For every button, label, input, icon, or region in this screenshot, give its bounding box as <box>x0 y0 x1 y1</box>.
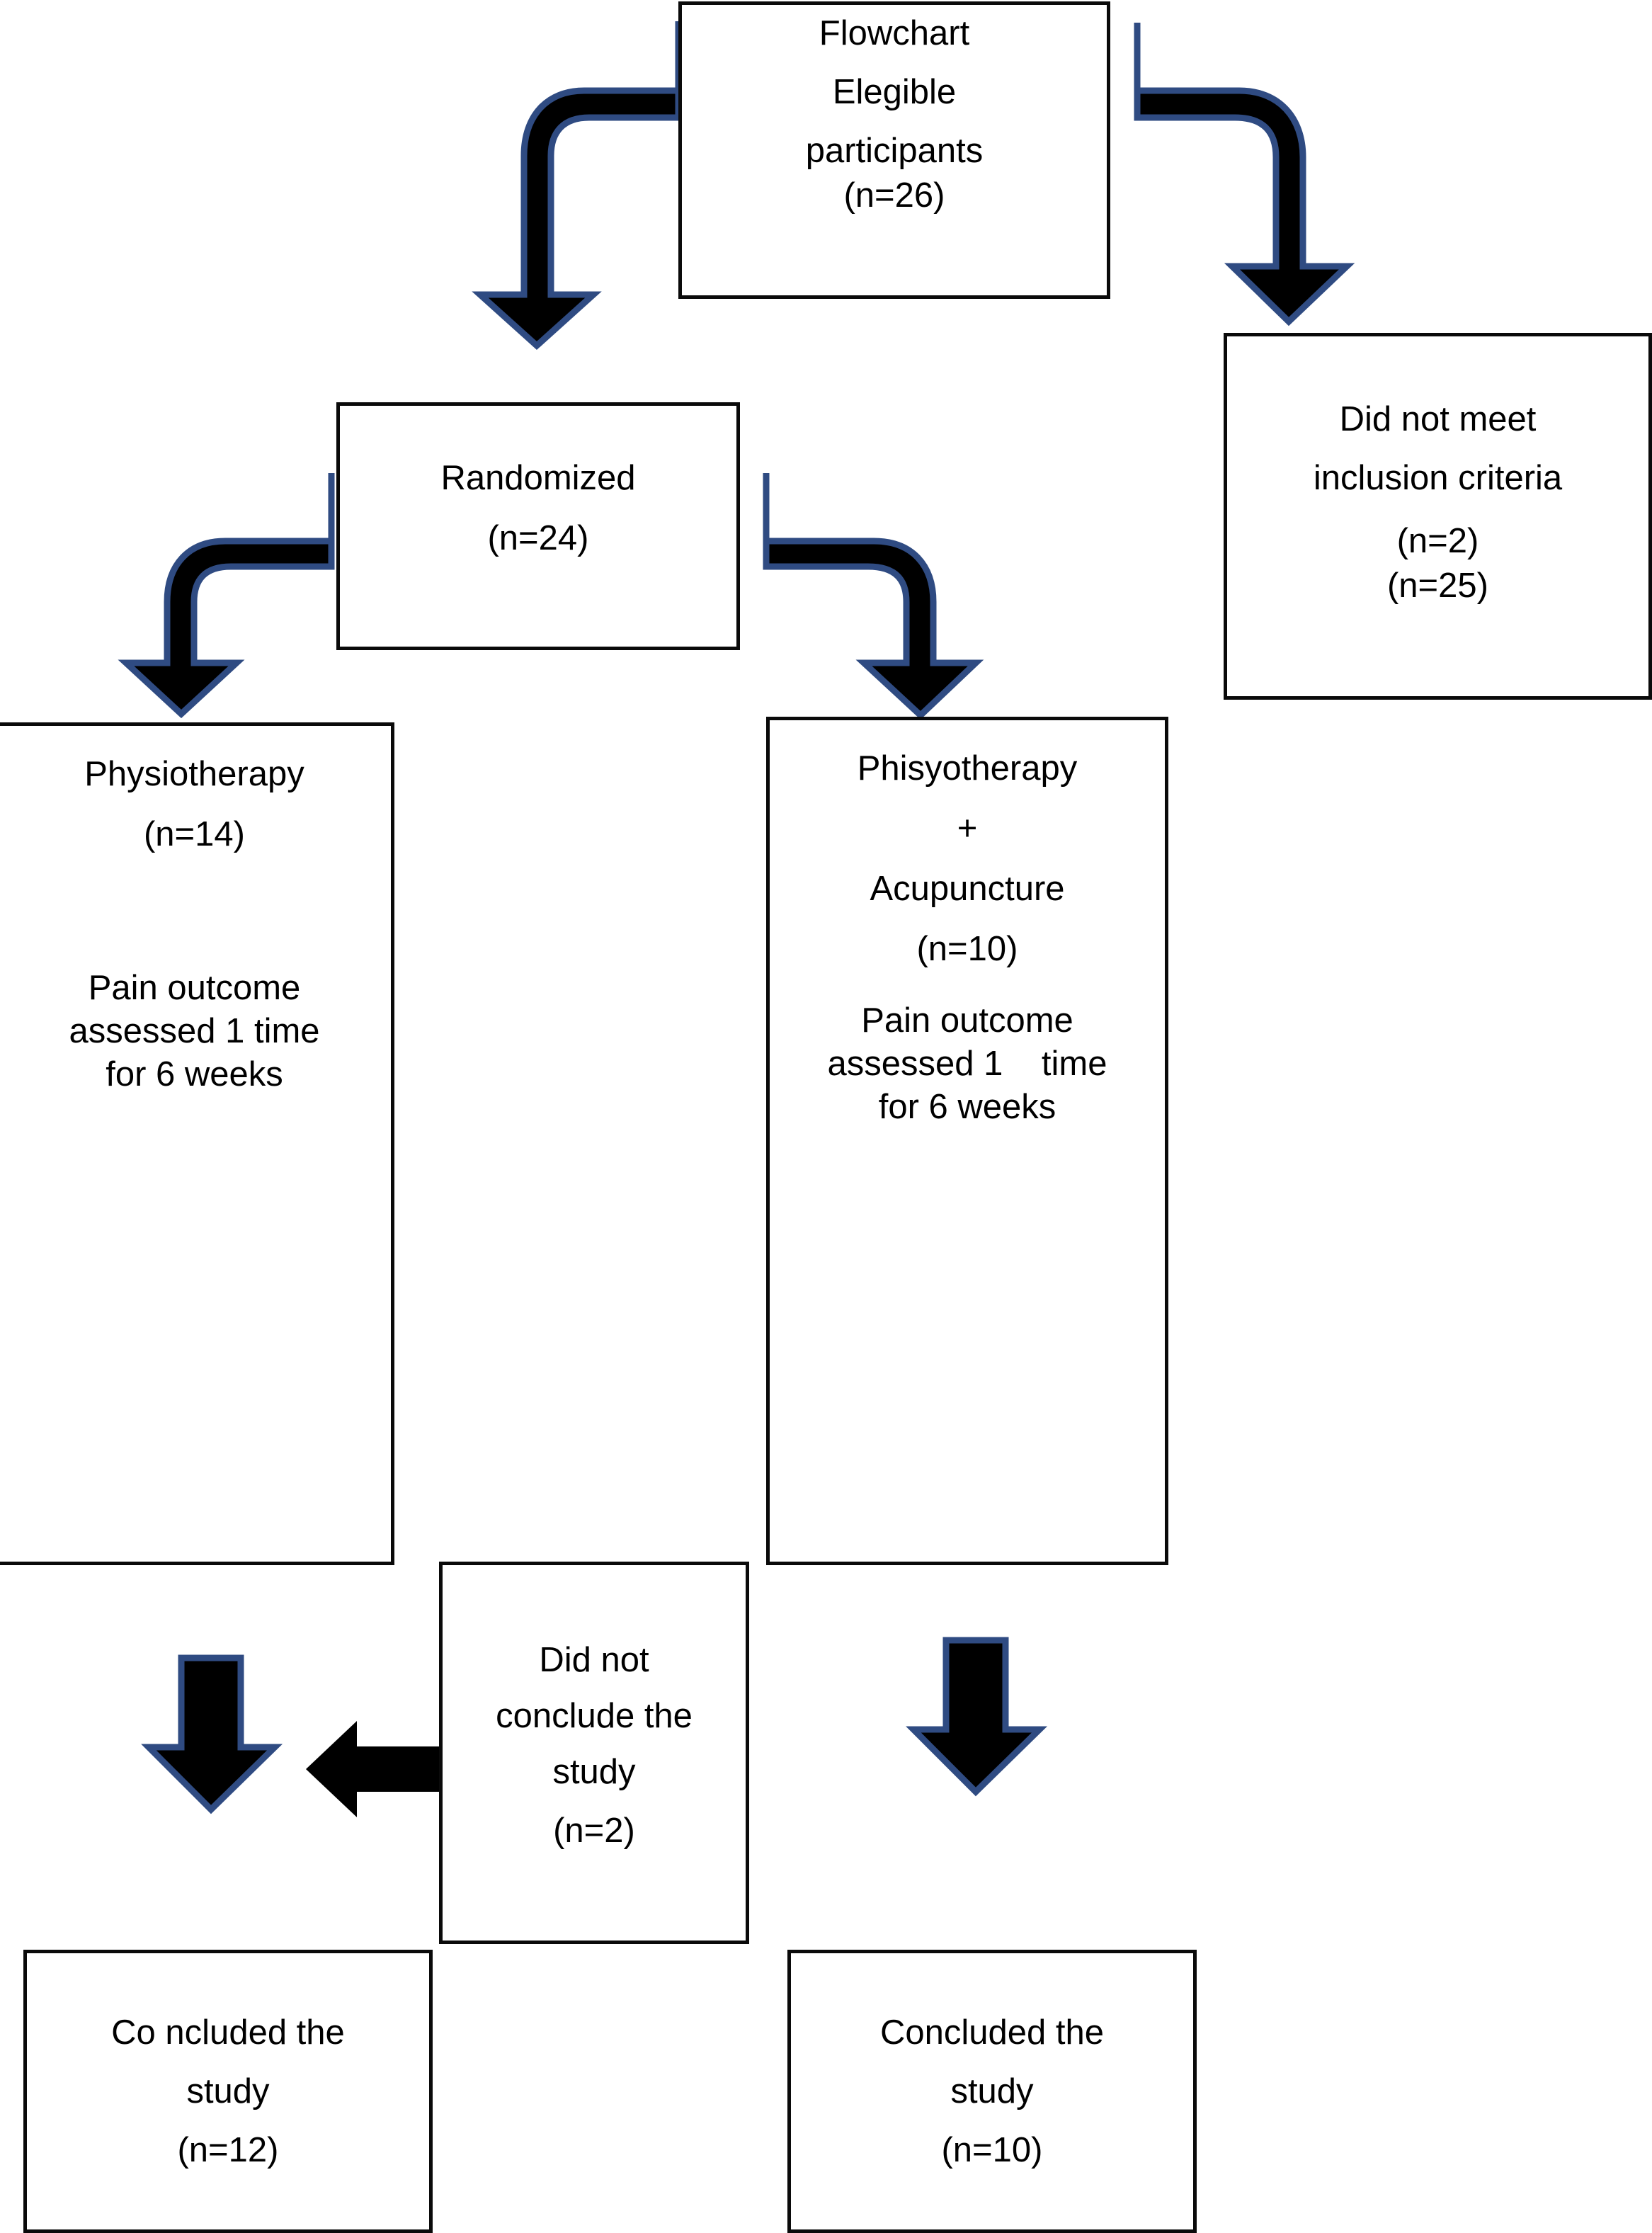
concluded-study-right-box[interactable]: Concluded the study (n=10) <box>787 1950 1197 2233</box>
notconclude-line-3: study <box>552 1753 636 1791</box>
physio-outcome-line-3: for 6 weeks <box>106 1055 283 1093</box>
physioacu-plus-sign: + <box>957 809 978 848</box>
concluded-right-line-2: study <box>950 2072 1034 2110</box>
concluded-left-line-2: study <box>186 2072 270 2110</box>
physioacu-acupuncture-label: Acupuncture <box>870 870 1065 908</box>
eligible-line-1: Flowchart <box>819 14 970 52</box>
notconclude-line-2: conclude the <box>496 1697 693 1735</box>
concluded-right-line-1: Concluded the <box>879 2013 1104 2052</box>
randomized-label: Randomized <box>440 459 636 497</box>
arrow-did-not-conclude-to-left <box>306 1721 440 1820</box>
eligible-line-3: participants <box>805 132 984 170</box>
physiotherapy-acupuncture-arm-box[interactable]: Phisyotherapy + Acupuncture (n=10) Pain … <box>766 717 1168 1565</box>
randomized-count: (n=24) <box>487 519 589 557</box>
physioacu-outcome-line-3: for 6 weeks <box>878 1088 1056 1126</box>
arrow-randomized-to-physio-acupuncture <box>756 467 1004 729</box>
arrow-physiotherapy-to-concluded-left <box>141 1654 283 1817</box>
physioacu-count: (n=10) <box>916 930 1018 968</box>
physioacu-outcome-line-1: Pain outcome <box>861 1001 1073 1040</box>
notmeet-line-2: inclusion criteria <box>1313 459 1563 497</box>
concluded-right-count: (n=10) <box>941 2130 1043 2169</box>
eligible-count: (n=26) <box>843 176 945 215</box>
eligible-line-2: Elegible <box>832 73 957 111</box>
notmeet-line-1: Did not meet <box>1339 400 1537 438</box>
arrow-physio-acupuncture-to-concluded-right <box>906 1636 1048 1799</box>
physio-outcome-line-2: assessed 1 time <box>69 1012 320 1050</box>
notconclude-count: (n=2) <box>553 1812 635 1850</box>
did-not-conclude-study-box[interactable]: Did not conclude the study (n=2) <box>439 1562 749 1944</box>
notconclude-line-1: Did not <box>539 1641 649 1679</box>
did-not-meet-inclusion-criteria-box[interactable]: Did not meet inclusion criteria (n=2) (n… <box>1224 333 1652 700</box>
randomized-box[interactable]: Randomized (n=24) <box>336 402 740 650</box>
notmeet-count-1: (n=2) <box>1396 522 1479 560</box>
notmeet-count-2: (n=25) <box>1386 567 1488 605</box>
concluded-left-line-1: Co ncluded the <box>111 2013 345 2052</box>
physio-count: (n=14) <box>143 815 245 853</box>
concluded-study-left-box[interactable]: Co ncluded the study (n=12) <box>23 1950 433 2233</box>
physioacu-outcome-line-2: assessed 1 time <box>827 1045 1107 1083</box>
concluded-left-count: (n=12) <box>177 2130 279 2169</box>
physio-outcome-line-1: Pain outcome <box>88 969 301 1007</box>
arrow-randomized-to-physiotherapy <box>98 467 338 729</box>
physio-label: Physiotherapy <box>84 755 304 793</box>
arrow-eligible-to-randomized <box>453 17 694 351</box>
physioacu-label: Phisyotherapy <box>857 749 1078 788</box>
physiotherapy-arm-box[interactable]: Physiotherapy (n=14) Pain outcome assess… <box>0 722 394 1565</box>
arrow-eligible-to-did-not-meet <box>1113 17 1368 336</box>
eligible-participants-box[interactable]: Flowchart Elegible participants (n=26) <box>678 1 1110 299</box>
